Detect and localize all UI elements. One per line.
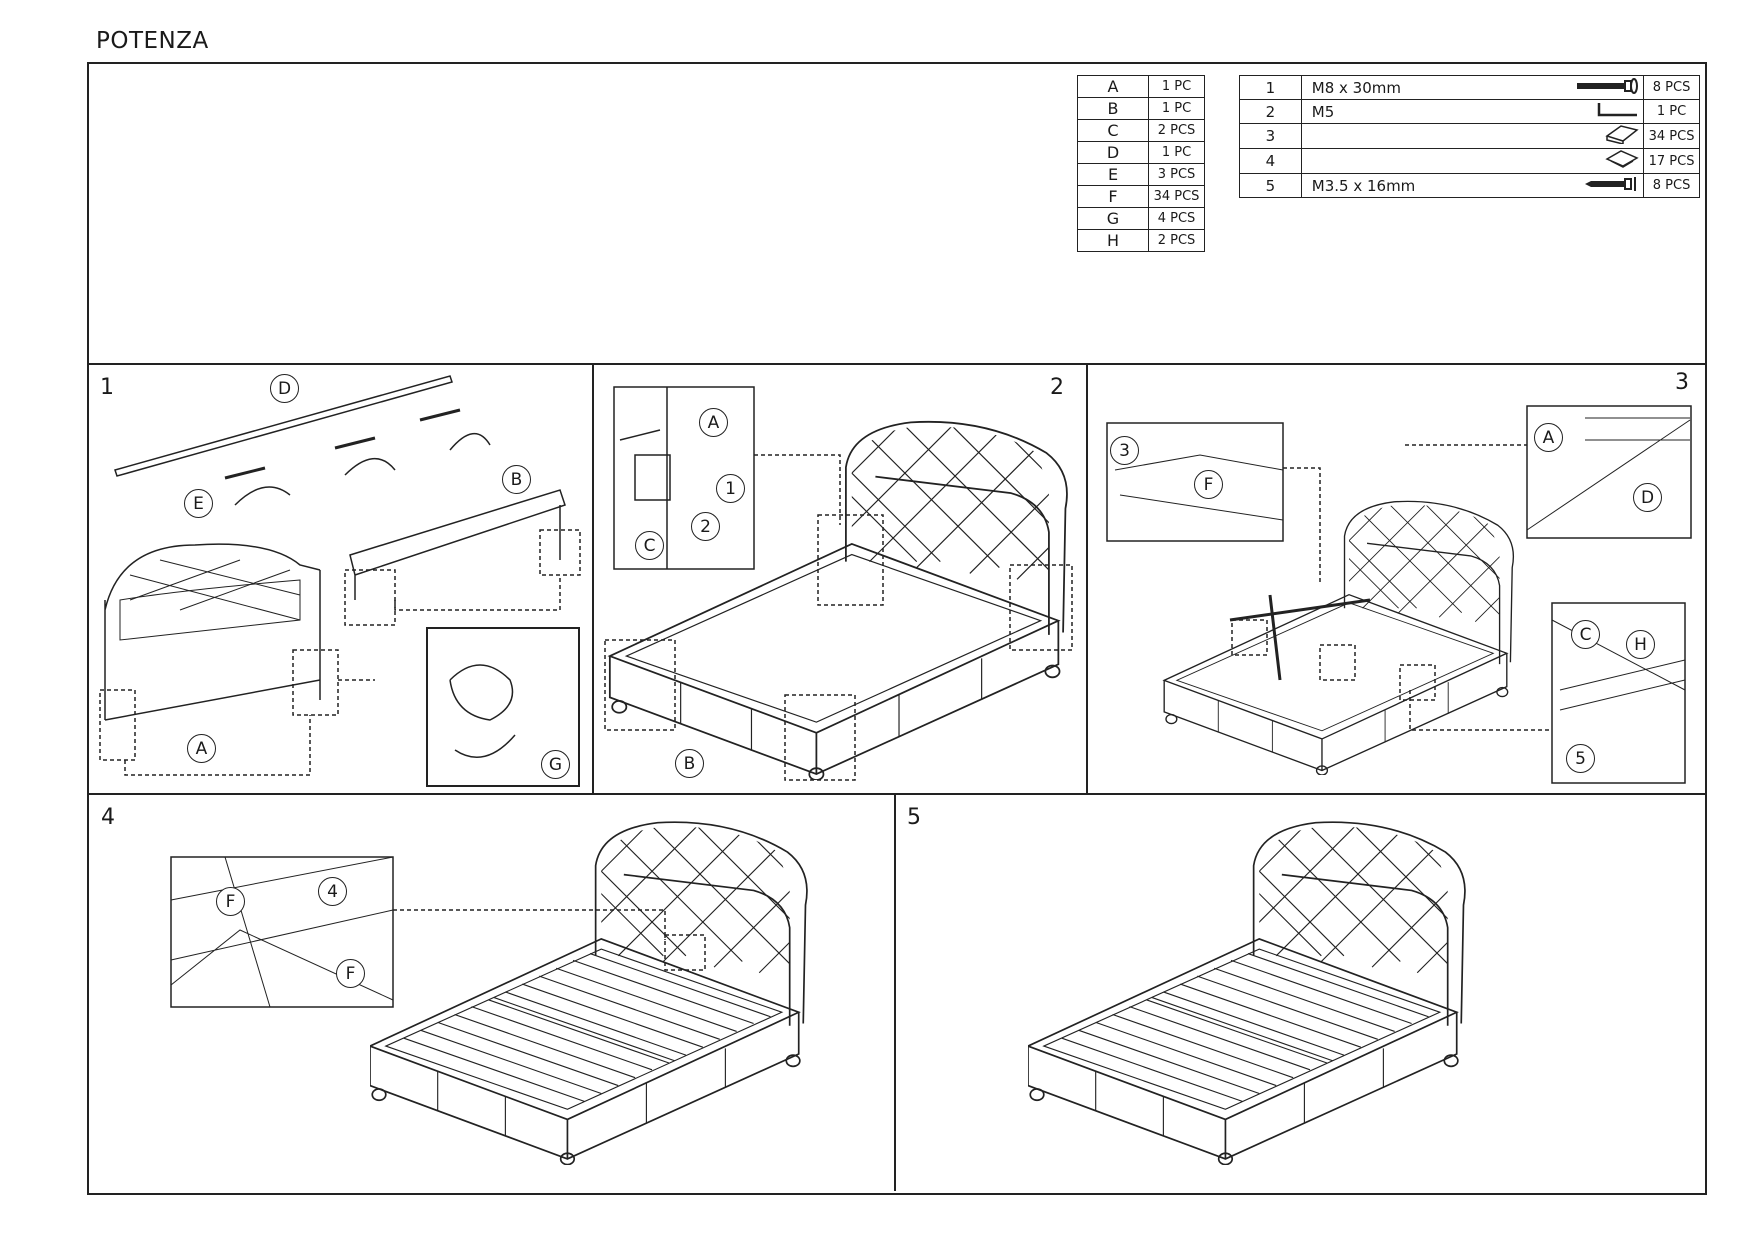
- callout-label: A: [187, 734, 216, 763]
- callout-label: B: [675, 749, 704, 778]
- part-letter: G: [1077, 207, 1149, 230]
- step4-drawing: [170, 815, 810, 1165]
- hardware-description: M5: [1300, 99, 1566, 124]
- hardware-description: M3.5 x 16mm: [1300, 173, 1566, 198]
- step-number-2: 2: [1050, 375, 1064, 400]
- step-number-1: 1: [100, 375, 114, 400]
- hardware-number: 1: [1239, 75, 1302, 100]
- callout-label: F: [336, 959, 365, 988]
- hardware-row: 4 17 PCS: [1239, 148, 1700, 174]
- hardware-number: 2: [1239, 99, 1302, 124]
- hardware-quantity: 8 PCS: [1643, 75, 1700, 100]
- slat-holder-icon: [1565, 123, 1645, 149]
- part-letter: F: [1077, 185, 1149, 208]
- callout-label: D: [270, 374, 299, 403]
- callout-label: A: [1534, 423, 1563, 452]
- instruction-frame: [87, 62, 1707, 1195]
- document-title: POTENZA: [96, 28, 209, 54]
- part-letter: D: [1077, 141, 1149, 164]
- callout-label: H: [1626, 630, 1655, 659]
- hardware-description: [1300, 123, 1566, 149]
- hardware-row: 3 34 PCS: [1239, 123, 1700, 149]
- step3-drawing: [1106, 405, 1692, 784]
- hardware-quantity: 1 PC: [1643, 99, 1700, 124]
- callout-label: D: [1633, 483, 1662, 512]
- part-letter: B: [1077, 97, 1149, 120]
- slat-cap-icon: [1565, 148, 1645, 174]
- callout-label: C: [635, 531, 664, 560]
- part-quantity: 1 PC: [1148, 97, 1205, 120]
- callout-label: C: [1571, 620, 1600, 649]
- screw-icon: [1565, 173, 1645, 198]
- bolt-icon: [1565, 75, 1645, 100]
- hardware-description: [1300, 148, 1566, 174]
- step2-drawing: [604, 386, 1073, 781]
- part-letter: C: [1077, 119, 1149, 142]
- callout-label: F: [216, 887, 245, 916]
- callout-label: 1: [716, 474, 745, 503]
- part-quantity: 3 PCS: [1148, 163, 1205, 186]
- step-number-3: 3: [1675, 370, 1689, 395]
- part-letter: E: [1077, 163, 1149, 186]
- allen-key-icon: [1565, 99, 1645, 124]
- hardware-quantity: 8 PCS: [1643, 173, 1700, 198]
- callout-label: 4: [318, 877, 347, 906]
- hardware-quantity: 34 PCS: [1643, 123, 1700, 149]
- part-quantity: 4 PCS: [1148, 207, 1205, 230]
- callout-label: A: [699, 408, 728, 437]
- part-quantity: 2 PCS: [1148, 119, 1205, 142]
- part-quantity: 1 PC: [1148, 141, 1205, 164]
- step5-drawing: [1028, 815, 1468, 1165]
- hardware-description: M8 x 30mm: [1300, 75, 1566, 100]
- callout-label: F: [1194, 470, 1223, 499]
- hardware-number: 5: [1239, 173, 1302, 198]
- callout-label: 2: [691, 512, 720, 541]
- hardware-number: 3: [1239, 123, 1302, 149]
- part-letter: A: [1077, 75, 1149, 98]
- part-quantity: 34 PCS: [1148, 185, 1205, 208]
- step-number-4: 4: [101, 805, 115, 830]
- part-quantity: 1 PC: [1148, 75, 1205, 98]
- callout-label: 5: [1566, 744, 1595, 773]
- part-quantity: 2 PCS: [1148, 229, 1205, 252]
- hardware-number: 4: [1239, 148, 1302, 174]
- part-letter: H: [1077, 229, 1149, 252]
- step-number-5: 5: [907, 805, 921, 830]
- callout-label: 3: [1110, 436, 1139, 465]
- callout-label: G: [541, 750, 570, 779]
- callout-label: B: [502, 465, 531, 494]
- hardware-quantity: 17 PCS: [1643, 148, 1700, 174]
- step1-drawing: [99, 375, 581, 787]
- callout-label: E: [184, 489, 213, 518]
